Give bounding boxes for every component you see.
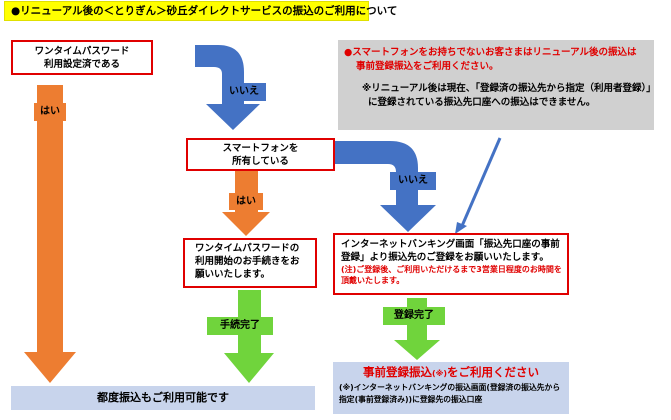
q1-line2: 利用設定済である [44, 59, 120, 70]
no-arrow-2 [335, 141, 436, 232]
notice-pointer-head [455, 222, 467, 234]
preregistered-note1: (※)インターネットバンキングの振込画面(登録済の振込先から [339, 383, 561, 392]
registered-label: 登録完了 [383, 307, 445, 325]
notice-pointer-line [460, 137, 502, 227]
q4-line2: 登録」より振込先のご登録をお願いいたします。 [341, 252, 549, 263]
q4-line1: インターネットバンキング画面「振込先口座の事前 [341, 239, 560, 250]
registered-arrow [394, 298, 440, 360]
q4-note1: (注)ご登録後、ご利用いただけるまで3営業日程度のお時間を [341, 265, 562, 274]
done-label: 手続完了 [207, 317, 273, 335]
no-label-1: いいえ [222, 83, 266, 101]
q2-line2: 所有している [232, 156, 289, 167]
q1-line1: ワンタイムパスワード [34, 46, 130, 57]
notice-line4: に登録されている振込先口座への振込はできません。 [368, 97, 596, 108]
yes-label-2: はい [229, 193, 263, 210]
preregistered-title-main: 事前登録振込 [362, 365, 432, 379]
q4-note2: 頂戴いたします。 [341, 276, 405, 285]
payee-preregistration-box: インターネットバンキング画面「振込先口座の事前 登録」より振込先のご登録をお願い… [333, 233, 569, 295]
done-arrow [224, 290, 274, 383]
smartphone-notice-box: ●スマートフォンをお持ちでないお客さまはリニューアル後の振込は 事前登録振込をご… [338, 40, 656, 130]
question-otp-configured: ワンタイムパスワード 利用設定済である [11, 40, 153, 75]
yes-label-1: はい [34, 103, 66, 121]
question-smartphone-owned: スマートフォンを 所有している [186, 138, 335, 171]
no-label-2: いいえ [390, 172, 436, 190]
notice-line3: ※リニューアル後は現在、「登録済の振込先から指定（利用者登録）」 [362, 83, 656, 94]
q3-line3: 願いいたします。 [195, 269, 271, 280]
q3-line1: ワンタイムパスワードの [195, 243, 300, 254]
preregistered-title: 事前登録振込(※)をご利用ください [333, 364, 569, 382]
preregistered-note2: 指定(事前登録済み))に登録先の振込口座 [339, 395, 483, 404]
preregistered-title-mark: (※) [431, 369, 448, 378]
notice-line2: 事前登録振込をご利用ください。 [356, 61, 499, 72]
q2-line1: スマートフォンを [222, 143, 299, 154]
notice-line1: ●スマートフォンをお持ちでないお客さまはリニューアル後の振込は [344, 47, 637, 58]
otp-start-procedure-box: ワンタイムパスワードの 利用開始のお手続きをお 願いいたします。 [183, 238, 317, 288]
one-time-transfer-available: 都度振込もご利用可能です [11, 386, 315, 410]
yes-long-arrow [24, 85, 76, 383]
page-title: ●リニューアル後の＜とりぎん＞砂丘ダイレクトサービスの振込のご利用について [4, 1, 397, 21]
q3-line2: 利用開始のお手続きをお [195, 256, 300, 267]
preregistered-title-tail: をご利用ください [447, 365, 540, 379]
preregistered-transfer-panel: 事前登録振込(※)をご利用ください (※)インターネットバンキングの振込画面(登… [333, 362, 569, 414]
